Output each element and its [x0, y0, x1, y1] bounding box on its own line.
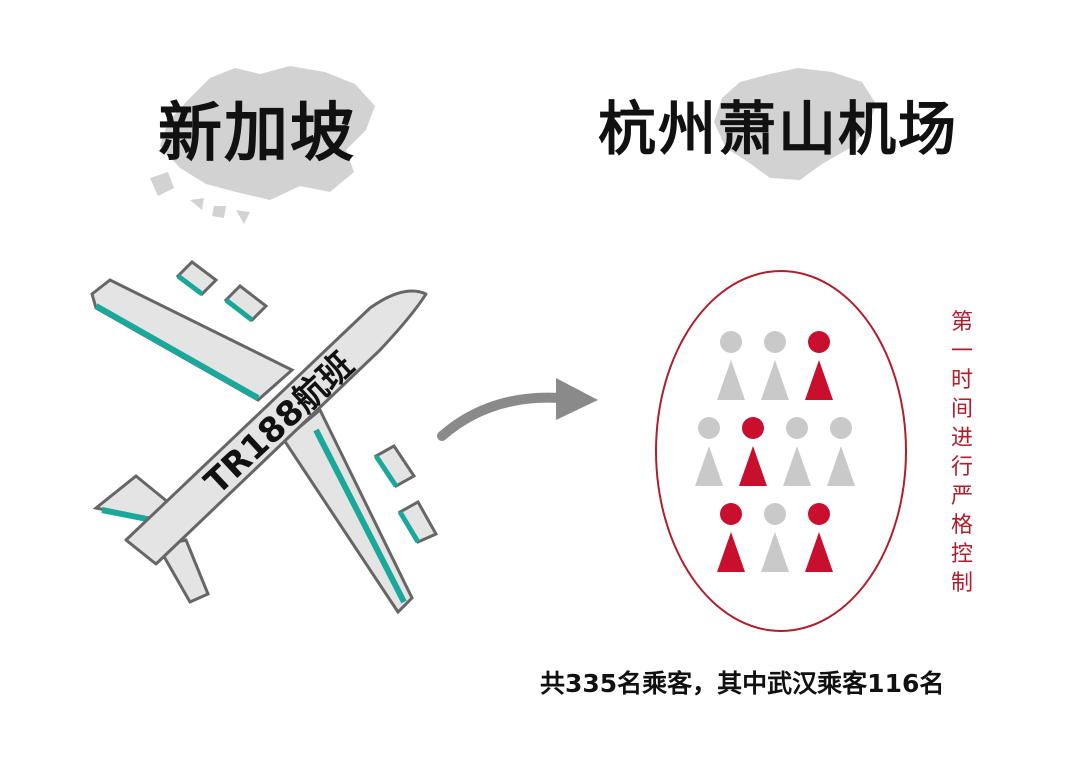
passenger-group-oval — [655, 270, 907, 632]
passenger-summary: 共335名乘客，其中武汉乘客116名 — [540, 669, 945, 698]
plane-engine-2 — [223, 284, 269, 322]
person-icon — [761, 331, 789, 400]
person-body — [717, 532, 745, 572]
origin-title: 新加坡 — [158, 97, 356, 171]
person-body — [717, 360, 745, 400]
person-icon — [717, 331, 745, 400]
person-body — [695, 446, 723, 486]
person-head — [698, 417, 720, 439]
person-icon — [761, 503, 789, 572]
person-head — [720, 503, 742, 525]
person-head — [742, 417, 764, 439]
plane-fuselage — [124, 289, 428, 566]
person-head — [786, 417, 808, 439]
person-body — [739, 446, 767, 486]
hangzhou-map-silhouette — [714, 68, 876, 180]
control-note: 第一时间进行严格控制 — [950, 310, 973, 596]
passenger-figures — [695, 331, 855, 572]
person-body — [827, 446, 855, 486]
person-icon — [695, 417, 723, 486]
plane-engine-1 — [175, 260, 219, 296]
person-head — [808, 503, 830, 525]
person-body — [805, 360, 833, 400]
airplane-icon: TR188航班 — [90, 260, 439, 615]
person-body — [761, 360, 789, 400]
person-icon — [739, 417, 767, 486]
person-head — [764, 503, 786, 525]
person-icon — [783, 417, 811, 486]
person-body — [805, 532, 833, 572]
destination-title: 杭州萧山机场 — [598, 95, 959, 163]
person-icon — [805, 331, 833, 400]
curved-arrow-icon — [437, 378, 598, 441]
plane-upper-wing — [90, 278, 295, 402]
person-body — [761, 532, 789, 572]
singapore-map-silhouette — [150, 66, 375, 224]
person-icon — [805, 503, 833, 572]
person-head — [720, 331, 742, 353]
person-head — [830, 417, 852, 439]
person-body — [783, 446, 811, 486]
person-head — [808, 331, 830, 353]
person-icon — [717, 503, 745, 572]
person-icon — [827, 417, 855, 486]
plane-engine-3 — [373, 444, 417, 488]
person-head — [764, 331, 786, 353]
plane-engine-4 — [397, 499, 439, 544]
